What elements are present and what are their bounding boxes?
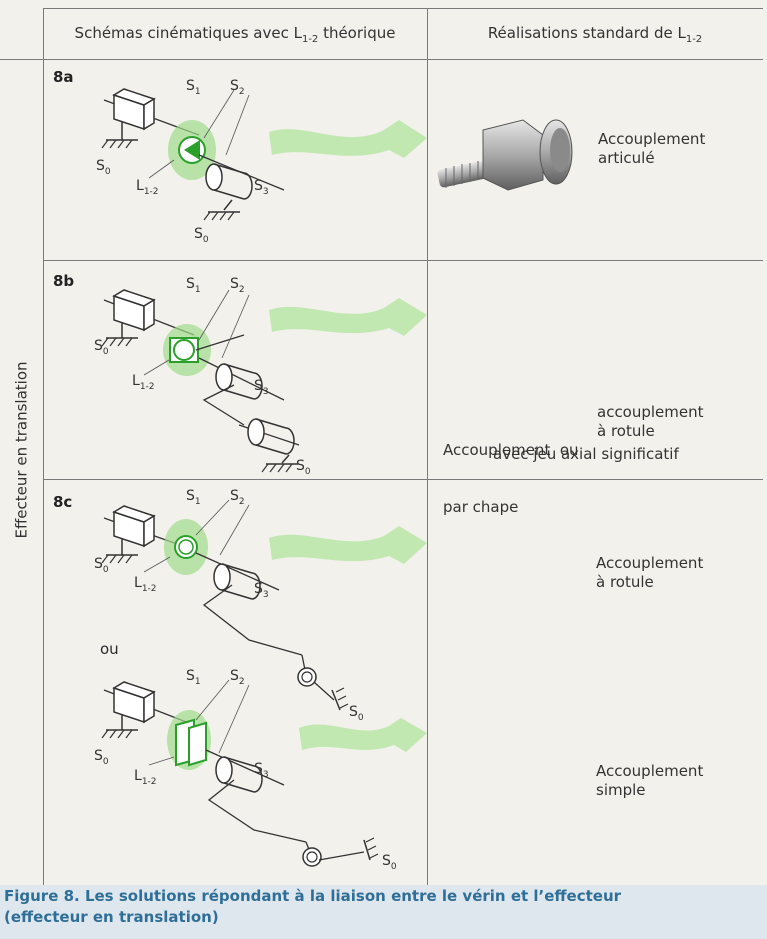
- caption-ball-joint-line2: à rotule: [596, 573, 654, 591]
- row-label-8c: 8c: [53, 493, 73, 511]
- grid-line-row1: [43, 260, 763, 261]
- component-illustrations: [437, 119, 573, 191]
- svg-text:S0: S0: [94, 556, 109, 575]
- svg-text:S0: S0: [94, 748, 109, 767]
- caption-rod-end-line1: accouplement: [597, 403, 704, 421]
- grid-line-left: [43, 8, 44, 885]
- header2-sub: 1-2: [685, 34, 703, 45]
- svg-text:S3: S3: [254, 378, 269, 397]
- green-arrows: [269, 120, 427, 752]
- svg-text:S1: S1: [186, 488, 201, 507]
- svg-text:S0: S0: [94, 338, 109, 357]
- caption-ball-joint: Accouplement à rotule: [596, 554, 703, 592]
- svg-text:L1-2: L1-2: [134, 575, 157, 594]
- svg-text:S3: S3: [254, 178, 269, 197]
- svg-text:S2: S2: [230, 78, 245, 97]
- side-label: Effecteur en translation: [2, 300, 40, 600]
- grid-line-row2: [43, 479, 763, 480]
- grid-line-top: [43, 8, 763, 9]
- diagram-8b: S1 S2 S0 L1-2 S3 S0: [94, 276, 311, 477]
- articulated-coupling-illustration: [437, 119, 573, 191]
- svg-text:S1: S1: [186, 276, 201, 295]
- kinematic-diagrams: S1 S2 S0 L1-2 S3 S0 S1 S2 S0 L1-2 S3 S0: [94, 78, 427, 872]
- caption-simple-line1: Accouplement: [596, 762, 704, 780]
- diagram-8c-bottom: S1 S2 S0 L1-2 S3 S0: [94, 668, 397, 872]
- svg-text:S1: S1: [186, 78, 201, 97]
- svg-text:S0: S0: [382, 853, 397, 872]
- diagram-8a: S1 S2 S0 L1-2 S3 S0: [96, 78, 285, 245]
- grid-line-header: [0, 59, 763, 60]
- caption-articulated-line1: Accouplement: [598, 130, 706, 148]
- caption-axial-play: avec jeu axial significatif: [493, 445, 679, 463]
- figure-caption: Figure 8. Les solutions répondant à la l…: [0, 885, 767, 939]
- caption-clevis-line2: par chape: [443, 498, 519, 516]
- side-label-text: Effecteur en translation: [12, 361, 30, 539]
- or-label: ou: [100, 640, 119, 658]
- diagram-8c-top: S1 S2 S0 L1-2 S3 S0: [94, 488, 364, 723]
- row-label-8a: 8a: [53, 68, 74, 86]
- header-standard-realisations: Réalisations standard de L1-2: [440, 24, 750, 45]
- svg-text:S2: S2: [230, 276, 245, 295]
- caption-articulated: Accouplement articulé: [598, 130, 705, 168]
- svg-text:S2: S2: [230, 488, 245, 507]
- caption-simple: Accouplement simple: [596, 762, 703, 800]
- row-label-8b: 8b: [53, 272, 75, 290]
- header2-text: Réalisations standard de L: [487, 24, 686, 42]
- figure-caption-line1: Figure 8. Les solutions répondant à la l…: [4, 887, 622, 905]
- svg-text:S0: S0: [194, 226, 209, 245]
- svg-text:S0: S0: [96, 158, 111, 177]
- svg-text:S1: S1: [186, 668, 201, 687]
- header1-text: Schémas cinématiques avec L: [74, 24, 302, 42]
- caption-rod-end: accouplement à rotule: [597, 403, 704, 441]
- caption-clevis-line1: Accouplement ou: [443, 441, 579, 459]
- header-kinematic-schemas: Schémas cinématiques avec L1-2 théorique: [60, 24, 410, 45]
- svg-text:L1-2: L1-2: [132, 373, 155, 392]
- caption-articulated-line2: articulé: [598, 149, 655, 167]
- svg-text:L1-2: L1-2: [134, 768, 157, 787]
- svg-text:S0: S0: [349, 704, 364, 723]
- caption-ball-joint-line1: Accouplement: [596, 554, 704, 572]
- header1-suffix: théorique: [318, 24, 396, 42]
- grid-line-middle: [427, 8, 428, 885]
- figure-caption-text: Figure 8. Les solutions répondant à la l…: [4, 886, 621, 928]
- figure-caption-line2: (effecteur en translation): [4, 908, 219, 926]
- svg-text:L1-2: L1-2: [136, 178, 159, 197]
- caption-simple-line2: simple: [596, 781, 646, 799]
- caption-rod-end-line2: à rotule: [597, 422, 655, 440]
- svg-text:S2: S2: [230, 668, 245, 687]
- header1-sub: 1-2: [301, 34, 319, 45]
- svg-text:S0: S0: [296, 458, 311, 477]
- caption-clevis: Accouplement ou par chape: [443, 403, 579, 536]
